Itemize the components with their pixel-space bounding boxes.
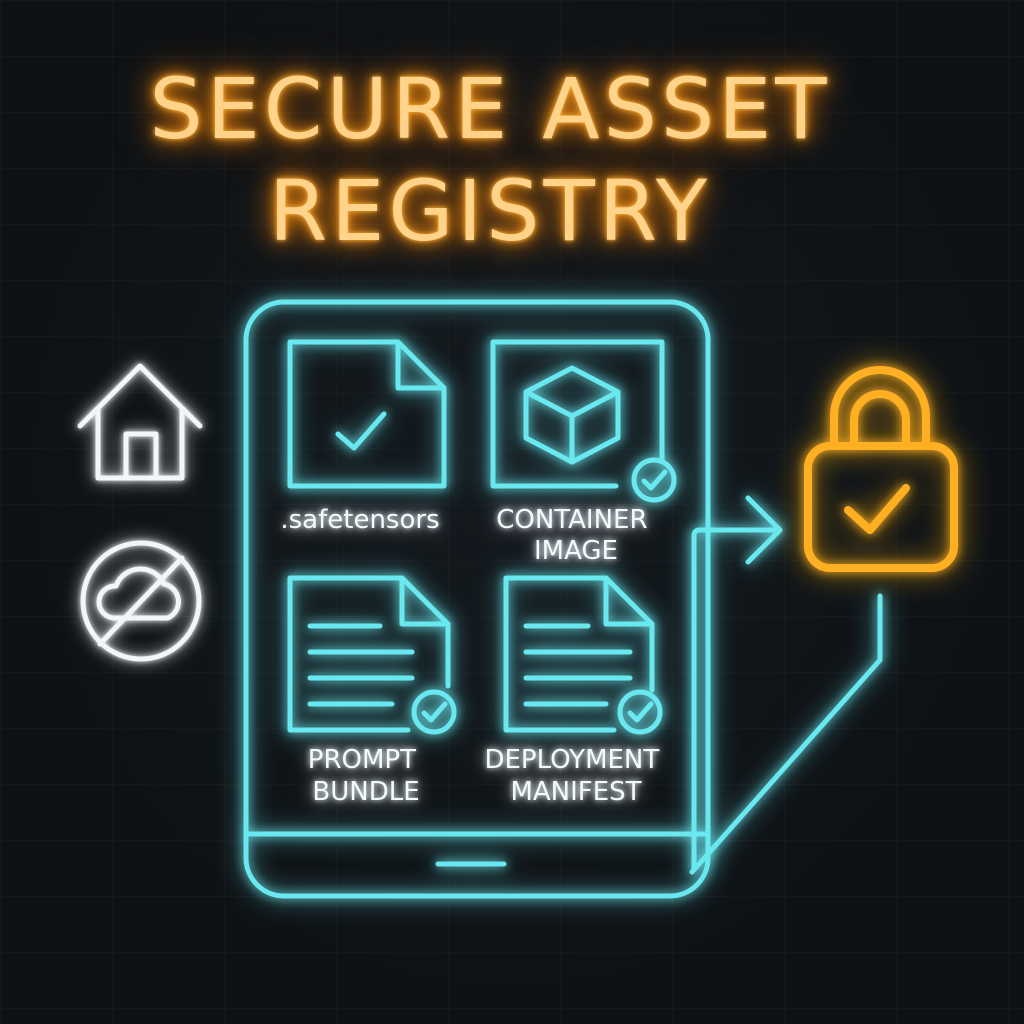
text-document-icon <box>287 575 451 733</box>
asset-label-line: CONTAINER <box>496 505 647 535</box>
asset-label-line: .safetensors <box>280 505 439 535</box>
asset-label-container-image: CONTAINER IMAGE <box>496 505 656 566</box>
tablet-device <box>243 299 711 899</box>
padlock-check-icon <box>804 366 958 572</box>
deployment-manifest-check-badge-icon <box>617 689 663 735</box>
asset-labels: .safetensors CONTAINER IMAGE PROMPT BUND… <box>280 505 667 807</box>
asset-label-prompt-bundle: PROMPT BUNDLE <box>308 745 424 807</box>
arrow-line <box>691 527 781 871</box>
asset-label-deployment-manifest: DEPLOYMENT MANIFEST <box>484 745 667 807</box>
prompt-bundle-check-badge-icon <box>411 689 457 735</box>
page-title: SECURE ASSET REGISTRY <box>0 58 980 262</box>
return-connector-line <box>689 593 883 875</box>
title-line-1: SECURE ASSET <box>149 60 831 158</box>
arrow-connector <box>689 495 883 875</box>
home-icon <box>77 363 203 481</box>
document-check-icon <box>287 339 447 489</box>
asset-label-line: PROMPT <box>308 745 416 775</box>
asset-label-line: MANIFEST <box>510 777 641 807</box>
title-line-2: REGISTRY <box>268 162 712 260</box>
container-image-check-badge-icon <box>631 457 677 503</box>
asset-label-line: BUNDLE <box>312 777 419 807</box>
no-cloud-icon <box>80 540 202 662</box>
text-document-icon <box>503 575 655 733</box>
asset-label-line: IMAGE <box>534 536 618 566</box>
arrow-head-icon <box>745 495 783 565</box>
asset-label-line: DEPLOYMENT <box>484 745 659 775</box>
tablet-frame <box>243 299 711 899</box>
cube-icon <box>490 339 665 489</box>
asset-label-safetensors: .safetensors <box>280 505 439 535</box>
